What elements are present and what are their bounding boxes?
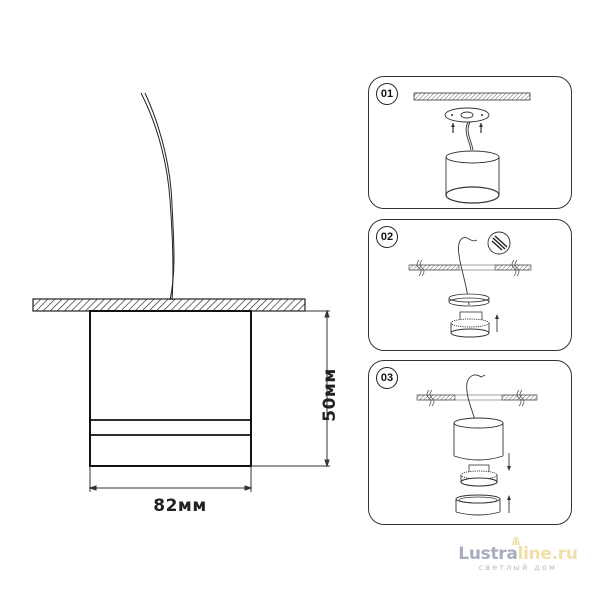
- step-number-badge: 03: [376, 367, 398, 389]
- step-panel-01: 01: [368, 76, 572, 209]
- cable: [140, 92, 175, 301]
- height-dimension-label: 50мм: [320, 368, 340, 422]
- step-number-badge: 02: [376, 226, 398, 248]
- step-01-illustration: [413, 92, 531, 204]
- width-dimension-label: 82мм: [153, 496, 207, 516]
- step-02-illustration: [408, 231, 532, 338]
- fixture-body: [89, 310, 252, 467]
- width-dimension: [88, 466, 253, 492]
- height-dimension: [251, 309, 330, 468]
- lamp-icon: [512, 537, 520, 545]
- logo-wordmark: Lustraline.ru: [448, 545, 588, 563]
- brand-logo: Lustraline.ru светлый дом: [448, 537, 588, 573]
- step-panel-03: 03: [368, 360, 572, 525]
- step-number-badge: 01: [376, 83, 398, 105]
- ceiling-plate: [32, 298, 306, 312]
- logo-name-part1: Lustra: [458, 544, 518, 564]
- logo-name-part2: line.ru: [517, 544, 578, 564]
- step-03-illustration: [416, 374, 538, 516]
- logo-tagline: светлый дом: [478, 563, 558, 572]
- step-panel-02: 02: [368, 219, 572, 351]
